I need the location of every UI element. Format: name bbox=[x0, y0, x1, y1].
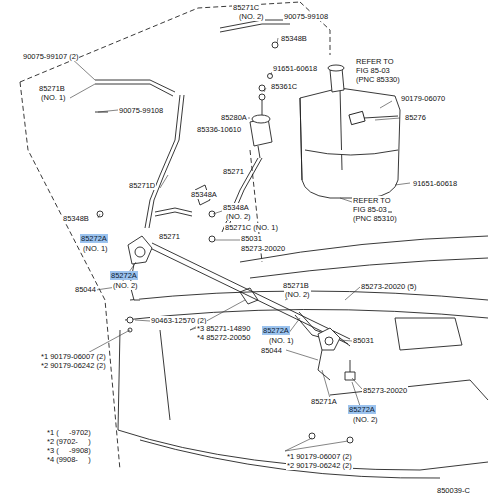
callout-label: (NO. 2) bbox=[225, 212, 252, 221]
callout-label: (NO. 1) bbox=[268, 336, 295, 345]
callout-label: *1 90179-06007 (2) bbox=[286, 452, 353, 461]
callout-label: 85271B bbox=[282, 281, 310, 290]
callout-label: 85271D bbox=[128, 181, 156, 190]
callout-label: 85336-10610 bbox=[196, 125, 242, 134]
callout-label: 85348B bbox=[280, 34, 308, 43]
callout-label: 91651-60618 bbox=[272, 64, 318, 73]
washer-pump bbox=[250, 94, 272, 158]
callout-label: REFER TO bbox=[352, 196, 392, 205]
callout-label: 85348A bbox=[190, 190, 218, 199]
callout-label: 85361C bbox=[270, 82, 298, 91]
callout-label: (PNC 85310) bbox=[352, 214, 398, 223]
callout-label: *1 90179-06007 (2) bbox=[40, 352, 107, 361]
callout-label: (NO. 2) bbox=[112, 281, 139, 290]
callout-label: *2 (9702- ) bbox=[46, 437, 92, 446]
callout-label: 85348A bbox=[222, 203, 250, 212]
callout-label: *4 (9908- ) bbox=[46, 455, 92, 464]
callout-label: 85271C bbox=[232, 3, 260, 12]
washer-hose bbox=[95, 20, 290, 242]
hood-outline bbox=[20, 2, 330, 470]
callout-label: (NO. 1) bbox=[40, 93, 67, 102]
callout-label: 85031 bbox=[240, 234, 263, 243]
callout-label: 90179-06070 bbox=[400, 94, 446, 103]
callout-label: 85348B bbox=[62, 214, 90, 223]
callout-label: 85273-20020 bbox=[362, 386, 408, 395]
callout-label: 85273-20020 bbox=[240, 244, 286, 253]
highlighted-part-number: 85272A bbox=[348, 405, 376, 414]
washer-nozzle bbox=[127, 236, 355, 443]
callout-label: 90075-99107 (2) bbox=[22, 52, 79, 61]
callout-label: 85273-20020 (5) bbox=[360, 282, 417, 291]
callout-label: 85271B bbox=[38, 84, 66, 93]
callout-label: 85271C (NO. 1) bbox=[224, 223, 279, 232]
callout-label: (NO. 2) bbox=[284, 290, 311, 299]
callout-label: *3 85271-14890 bbox=[196, 324, 251, 333]
callout-label: 85280A bbox=[220, 113, 248, 122]
callout-label: 90075-99108 bbox=[118, 106, 164, 115]
callout-label: 91651-60618 bbox=[412, 179, 458, 188]
callout-label: FIG 85-03 bbox=[355, 66, 391, 75]
callout-label: *2 90179-06242 (2) bbox=[40, 361, 107, 370]
car-body bbox=[118, 236, 488, 478]
callout-label: 85271A bbox=[310, 397, 338, 406]
callout-label: 85044 bbox=[74, 285, 97, 294]
callout-label: (NO. 1) bbox=[82, 244, 109, 253]
reservoir-tank bbox=[300, 65, 400, 212]
callout-label: (NO. 2) bbox=[352, 415, 379, 424]
callout-label: REFER TO bbox=[355, 57, 395, 66]
callout-label: FIG 85-03 bbox=[352, 205, 388, 214]
callout-label: (PNC 85330) bbox=[355, 75, 401, 84]
callout-label: 85031 bbox=[352, 336, 375, 345]
highlighted-part-number: 85272A bbox=[110, 271, 138, 280]
callout-label: 85271 bbox=[222, 167, 245, 176]
highlighted-part-number: 85272A bbox=[80, 234, 108, 243]
washer-hose bbox=[150, 243, 350, 344]
callout-label: 85044 bbox=[260, 346, 283, 355]
callout-label: *3 ( -9908) bbox=[46, 446, 92, 455]
callout-label: 850039-C bbox=[436, 486, 471, 495]
leader-lines bbox=[70, 38, 410, 451]
callout-label: *2 90179-06242 (2) bbox=[286, 461, 353, 470]
callout-label: 85271 bbox=[158, 232, 181, 241]
callout-label: 85276 bbox=[404, 113, 427, 122]
callout-label: *1 ( -9702) bbox=[46, 428, 92, 437]
highlighted-part-number: 85272A bbox=[262, 326, 290, 335]
callout-label: *4 85272-20050 bbox=[196, 333, 251, 342]
callout-label: (NO. 2) bbox=[238, 12, 265, 21]
callout-label: 90075-99108 bbox=[283, 12, 329, 21]
